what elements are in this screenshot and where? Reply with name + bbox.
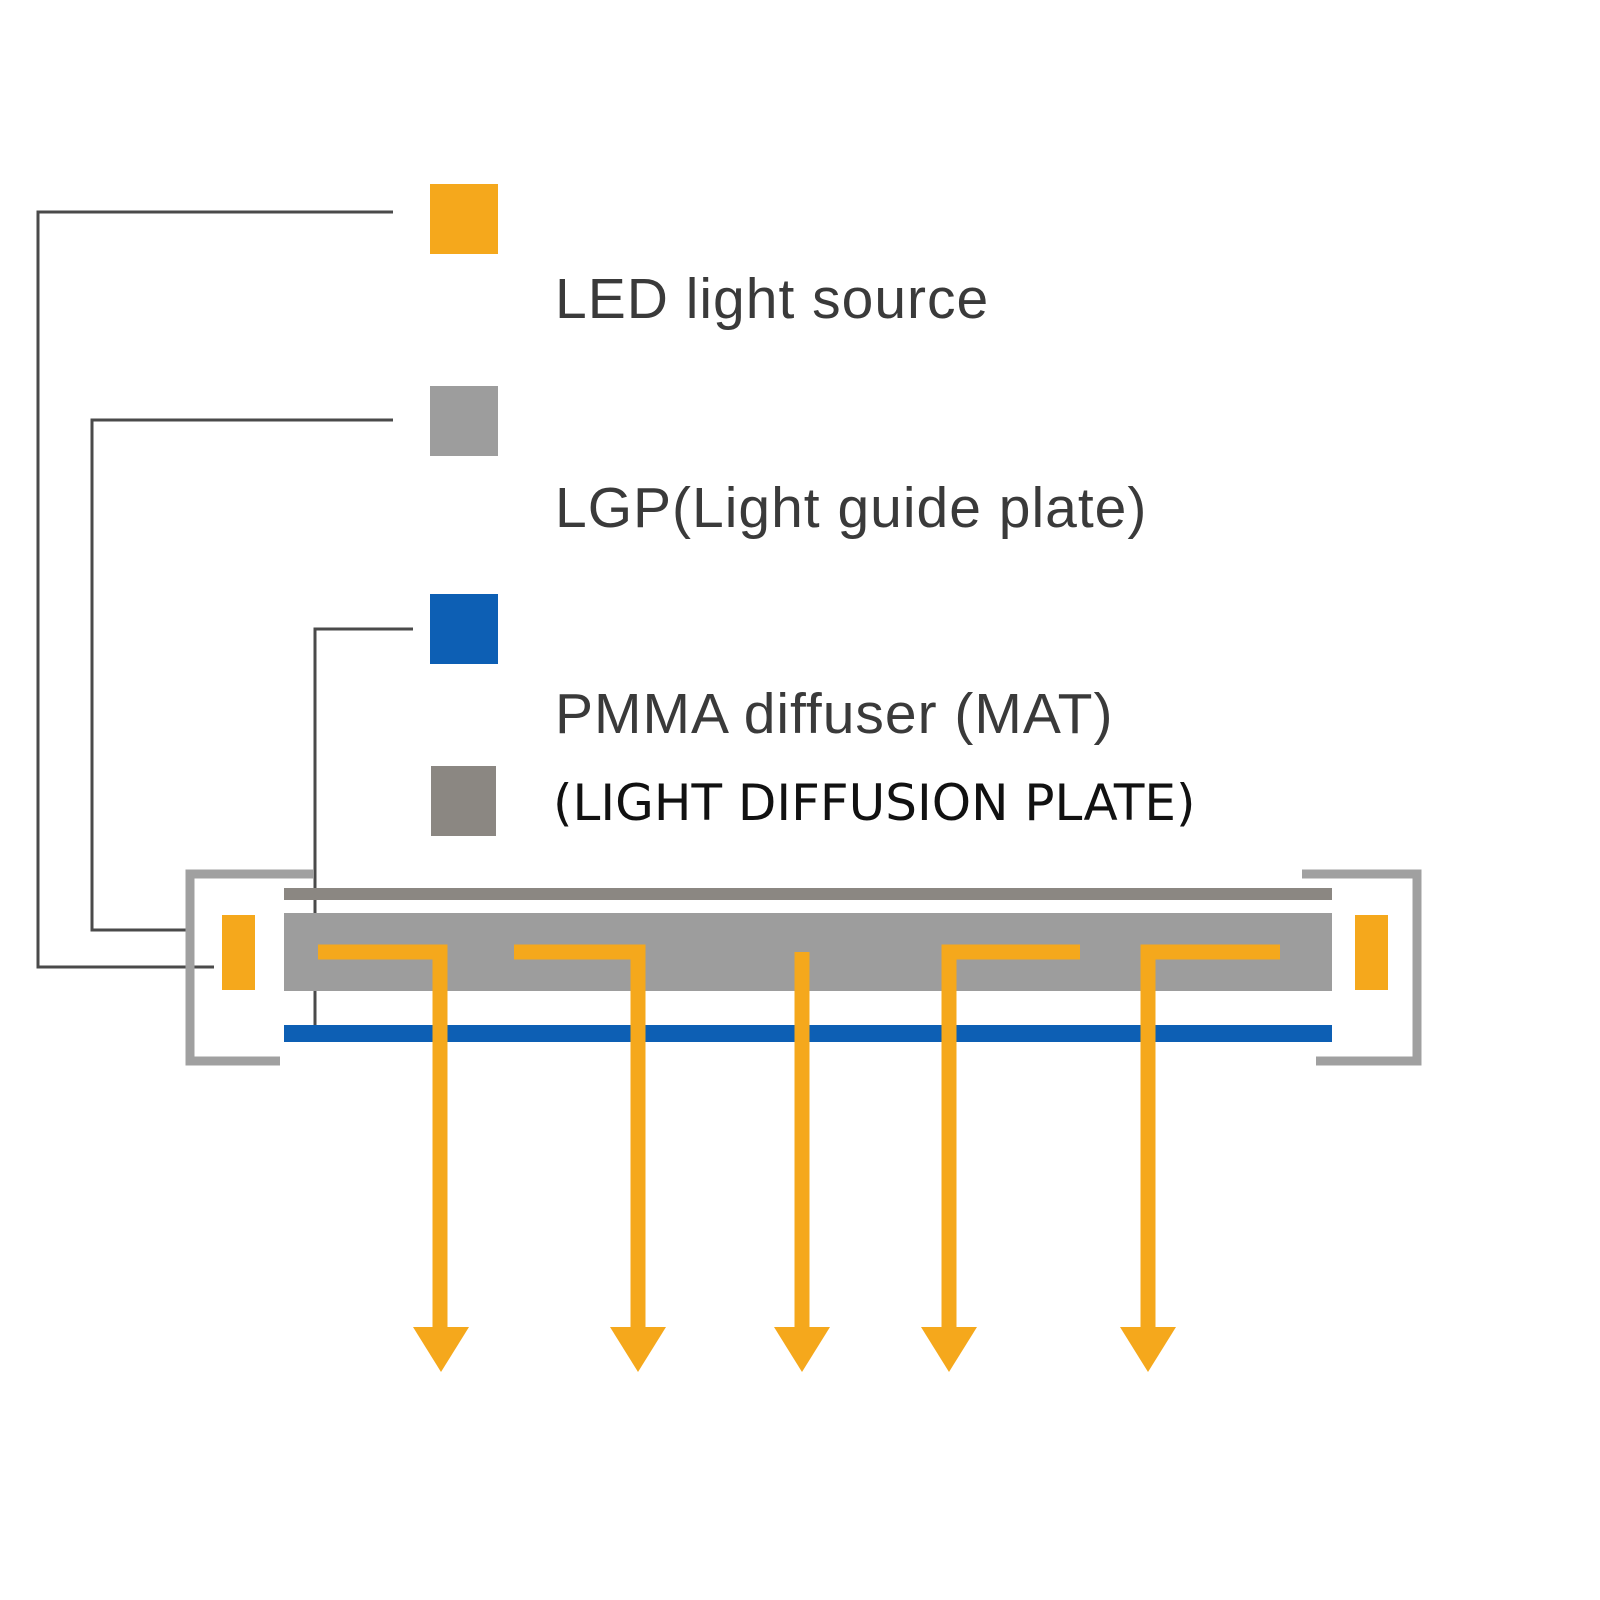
arrow-down-icon <box>921 1327 977 1372</box>
light-path-5 <box>1140 944 1280 1335</box>
light-diffusion-plate-layer <box>284 888 1332 900</box>
legend-swatch-diffusion <box>431 766 496 836</box>
led-source-right <box>1355 915 1388 990</box>
legend-swatch-pmma <box>430 594 498 664</box>
legend-label-led: LED light source <box>555 267 989 331</box>
light-path-4 <box>941 944 1080 1335</box>
arrow-down-icon <box>610 1327 666 1372</box>
leader-line-led <box>36 210 393 969</box>
arrow-down-icons <box>413 1327 1176 1372</box>
legend-swatch-lgp <box>430 386 498 456</box>
legend-label-lgp: LGP(Light guide plate) <box>555 476 1147 540</box>
led-source-left <box>222 915 255 990</box>
arrow-down-icon <box>1120 1327 1176 1372</box>
legend-label-pmma: PMMA diffuser (MAT) <box>555 682 1113 746</box>
arrow-down-icon <box>774 1327 830 1372</box>
light-paths <box>318 944 1280 1335</box>
frame-bracket-left <box>185 869 314 1066</box>
leader-line-lgp <box>90 418 393 932</box>
legend-label-diffusion: (LIGHT DIFFUSION PLATE) <box>553 774 1196 832</box>
arrow-down-icon <box>413 1327 469 1372</box>
light-path-2 <box>514 944 646 1335</box>
light-path-1 <box>318 944 448 1335</box>
legend-swatch-led <box>430 184 498 254</box>
frame-bracket-right <box>1302 869 1422 1066</box>
